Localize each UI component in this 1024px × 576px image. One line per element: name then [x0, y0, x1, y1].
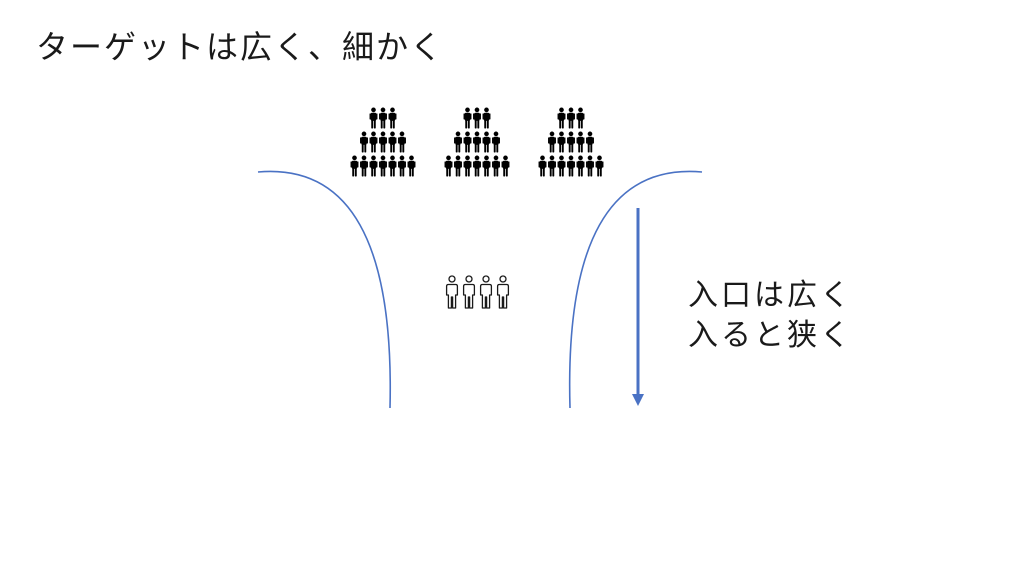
- four-people-outline-icon: [445, 275, 510, 309]
- slide-title: ターゲットは広く、細かく: [36, 28, 445, 66]
- people-pyramid-icon: [539, 108, 604, 177]
- note-line-2: 入ると狭く: [688, 318, 853, 353]
- crowd-group-right: [539, 108, 604, 177]
- people-pyramid-icon: [445, 108, 510, 177]
- funnel-right-curve: [568, 170, 703, 409]
- people-pyramid-icon: [351, 108, 416, 177]
- note-line-1: 入口は広く: [688, 278, 853, 313]
- side-note: 入口は広く 入ると狭く: [688, 276, 853, 356]
- funnel-left-curve: [257, 170, 392, 409]
- down-arrow-icon: [632, 208, 644, 406]
- crowd-group-center: [445, 108, 510, 177]
- crowd-group-left: [351, 108, 416, 177]
